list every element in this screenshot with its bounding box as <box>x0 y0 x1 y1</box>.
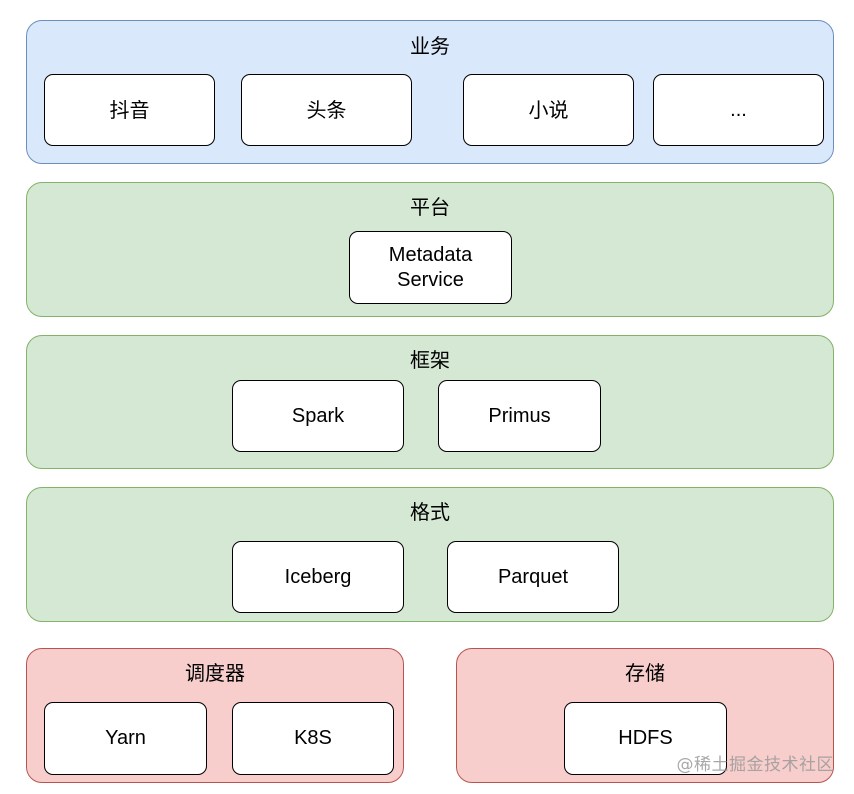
framework-layer-title: 框架 <box>410 348 450 372</box>
storage-layer-title: 存储 <box>625 661 665 685</box>
platform-layer-title: 平台 <box>410 195 450 219</box>
iceberg-node: Iceberg <box>232 541 404 613</box>
metadata-service-node: Metadata Service <box>349 231 512 304</box>
parquet-node: Parquet <box>447 541 619 613</box>
business-layer-title: 业务 <box>410 34 450 58</box>
douyin-node: 抖音 <box>44 74 215 146</box>
more-node: ... <box>653 74 824 146</box>
scheduler-layer-title: 调度器 <box>185 661 245 685</box>
storage-layer: 存储 HDFS <box>456 648 834 783</box>
scheduler-layer: 调度器 Yarn K8S <box>26 648 404 783</box>
format-layer: 格式 Iceberg Parquet <box>26 487 834 622</box>
format-layer-title: 格式 <box>410 500 450 524</box>
framework-layer: 框架 Spark Primus <box>26 335 834 469</box>
k8s-node: K8S <box>232 702 394 775</box>
hdfs-node: HDFS <box>564 702 727 775</box>
watermark: @稀土掘金技术社区 <box>676 755 834 775</box>
toutiao-node: 头条 <box>241 74 412 146</box>
spark-node: Spark <box>232 380 404 452</box>
yarn-node: Yarn <box>44 702 207 775</box>
platform-layer: 平台 Metadata Service <box>26 182 834 317</box>
business-layer: 业务 抖音 头条 小说 ... <box>26 20 834 164</box>
novel-node: 小说 <box>463 74 634 146</box>
primus-node: Primus <box>438 380 601 452</box>
